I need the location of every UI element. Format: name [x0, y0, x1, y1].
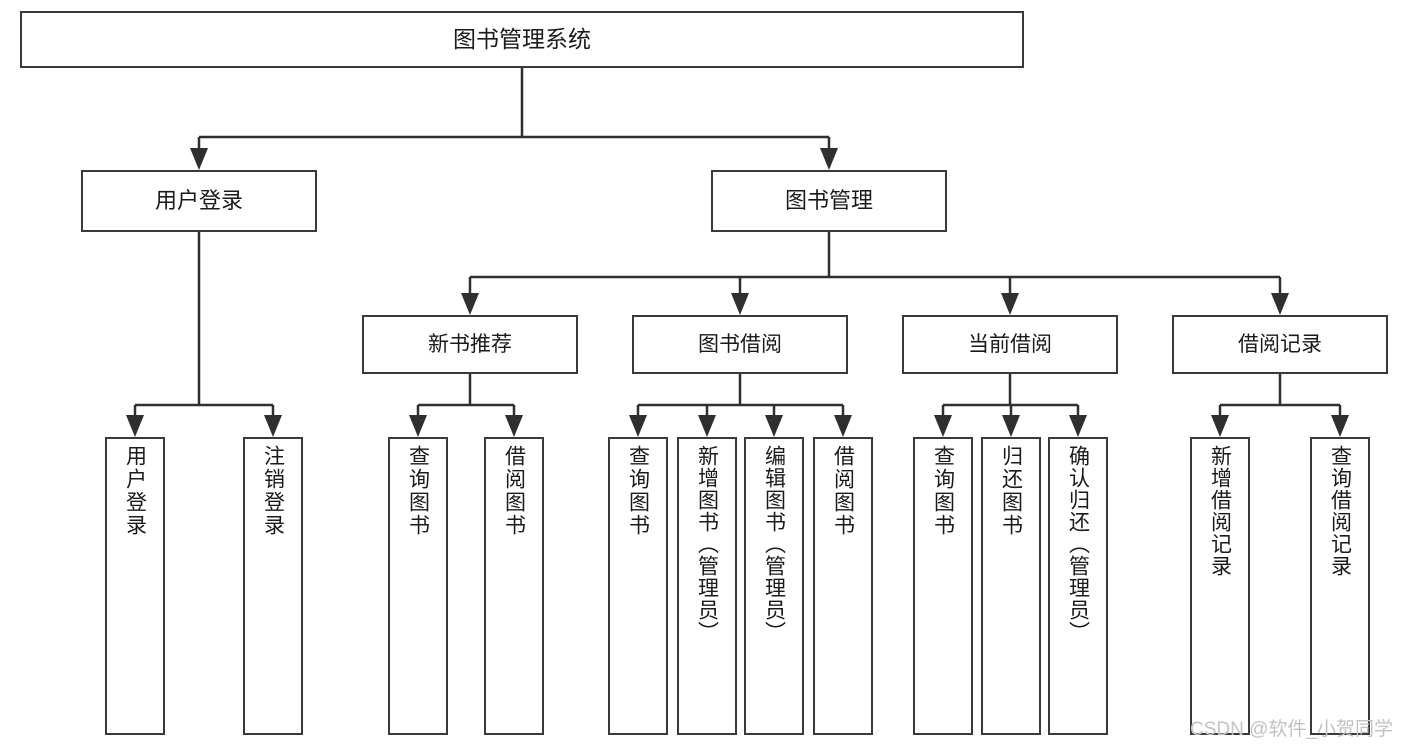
arrowhead-current — [1001, 293, 1019, 315]
arrowhead-leaf_nb_query — [409, 415, 427, 437]
node-leaf_bw_add: 新增图书（管理员） — [677, 437, 737, 735]
node-label: 当前借阅 — [968, 332, 1052, 356]
node-label: 借阅记录 — [1238, 332, 1322, 356]
node-leaf_nb_query: 查询图书 — [388, 437, 448, 735]
node-label: 归还图书 — [999, 445, 1023, 537]
arrowhead-leaf_logout — [264, 415, 282, 437]
node-leaf_cb_query: 查询图书 — [913, 437, 973, 735]
arrowhead-new_books — [461, 293, 479, 315]
node-label: 新书推荐 — [428, 332, 512, 356]
node-leaf_login: 用户登录 — [105, 437, 165, 735]
node-book_mgmt: 图书管理 — [711, 170, 947, 232]
node-label: 新增借阅记录 — [1208, 445, 1232, 577]
node-leaf_nb_borrow: 借阅图书 — [484, 437, 544, 735]
arrowhead-leaf_cb_confirm — [1069, 415, 1087, 437]
node-label: 借阅图书 — [502, 445, 526, 537]
arrowhead-leaf_login — [126, 415, 144, 437]
arrowhead-records — [1271, 293, 1289, 315]
node-label: 编辑图书（管理员） — [762, 445, 786, 643]
arrowhead-leaf_nb_borrow — [505, 415, 523, 437]
node-label: 查询借阅记录 — [1328, 445, 1352, 577]
arrowhead-leaf_bw_add — [698, 415, 716, 437]
node-leaf_cb_confirm: 确认归还（管理员） — [1048, 437, 1108, 735]
node-leaf_bw_borrow: 借阅图书 — [813, 437, 873, 735]
arrowhead-leaf_bw_borrow — [834, 415, 852, 437]
node-label: 确认归还（管理员） — [1066, 445, 1090, 643]
node-borrow: 图书借阅 — [632, 315, 848, 374]
node-leaf_cb_return: 归还图书 — [981, 437, 1041, 735]
node-new_books: 新书推荐 — [362, 315, 578, 374]
arrowhead-leaf_rc_add — [1211, 415, 1229, 437]
arrowhead-leaf_rc_query — [1331, 415, 1349, 437]
arrowhead-leaf_bw_edit — [765, 415, 783, 437]
node-leaf_bw_query: 查询图书 — [608, 437, 668, 735]
node-label: 查询图书 — [626, 445, 650, 537]
node-leaf_rc_add: 新增借阅记录 — [1190, 437, 1250, 735]
node-label: 查询图书 — [931, 445, 955, 537]
arrowhead-user_login — [190, 148, 208, 170]
node-label: 用户登录 — [123, 445, 147, 537]
node-root: 图书管理系统 — [20, 11, 1024, 68]
node-records: 借阅记录 — [1172, 315, 1388, 374]
arrowhead-leaf_cb_query — [934, 415, 952, 437]
node-user_login: 用户登录 — [81, 170, 317, 232]
node-label: 图书管理 — [784, 187, 873, 213]
node-label: 查询图书 — [406, 445, 430, 537]
node-leaf_rc_query: 查询借阅记录 — [1310, 437, 1370, 735]
node-label: 图书管理系统 — [453, 25, 591, 52]
node-leaf_bw_edit: 编辑图书（管理员） — [744, 437, 804, 735]
arrowhead-leaf_cb_return — [1002, 415, 1020, 437]
node-label: 用户登录 — [154, 187, 243, 213]
node-current: 当前借阅 — [902, 315, 1118, 374]
node-leaf_logout: 注销登录 — [243, 437, 303, 735]
node-label: 借阅图书 — [831, 445, 855, 537]
node-label: 注销登录 — [261, 445, 285, 537]
node-label: 图书借阅 — [698, 332, 782, 356]
node-label: 新增图书（管理员） — [695, 445, 719, 643]
arrowhead-book_mgmt — [820, 148, 838, 170]
arrowhead-leaf_bw_query — [629, 415, 647, 437]
arrowhead-borrow — [731, 293, 749, 315]
